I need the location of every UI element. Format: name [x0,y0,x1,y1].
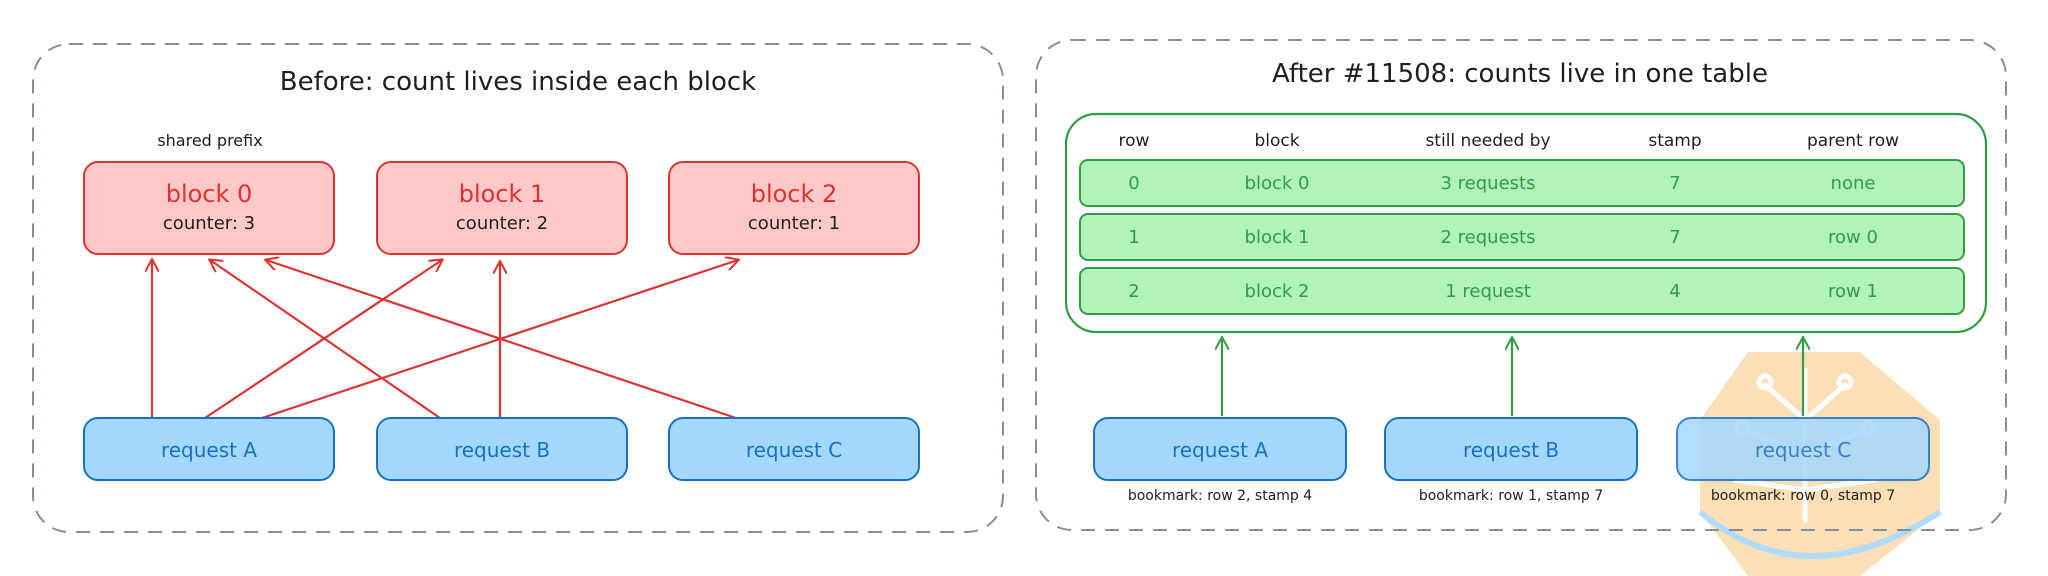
cell-still-needed-by: 2 requests [1441,227,1536,248]
request-label: request C [746,438,842,462]
arrow-c-to-block-0 [266,260,737,420]
request-box-c: request C [668,417,920,481]
block-card-1: block 1 counter: 2 [376,161,628,255]
block-counter: counter: 3 [163,213,255,234]
request-label: request A [161,438,257,462]
request-box-a: request A [83,417,335,481]
after-panel: After #11508: counts live in one table r… [1035,39,2007,531]
block-card-2: block 2 counter: 1 [668,161,920,255]
before-title: Before: count lives inside each block [280,67,756,97]
cell-stamp: 7 [1669,227,1680,248]
shared-prefix-label: shared prefix [157,131,262,150]
header-parent-row: parent row [1807,131,1899,151]
request-label: request B [1463,438,1559,462]
cell-still-needed-by: 1 request [1445,281,1531,302]
request-box-c: request C [1676,417,1930,481]
cell-block: block 2 [1245,281,1310,302]
header-block: block [1254,131,1299,151]
bookmark-c: bookmark: row 0, stamp 7 [1711,488,1895,504]
cell-block: block 0 [1245,173,1310,194]
cell-row: 2 [1128,281,1139,302]
block-name: block 2 [751,180,838,208]
header-row: row [1119,131,1150,151]
block-name: block 0 [166,180,253,208]
cell-parent-row: none [1831,173,1876,194]
request-box-a: request A [1093,417,1347,481]
block-name: block 1 [459,180,546,208]
arrow-b-to-block-0 [210,260,441,419]
counts-table [1064,112,1988,334]
cell-stamp: 7 [1669,173,1680,194]
cell-parent-row: row 0 [1828,227,1878,248]
before-panel: Before: count lives inside each block sh… [32,43,1004,533]
table-row: 1 block 1 2 requests 7 row 0 [1079,213,1965,261]
header-still-needed-by: still needed by [1425,131,1550,151]
cell-row: 0 [1128,173,1139,194]
cell-stamp: 4 [1669,281,1680,302]
request-label: request B [454,438,550,462]
block-counter: counter: 2 [456,213,548,234]
block-card-0: block 0 counter: 3 [83,161,335,255]
cell-parent-row: row 1 [1828,281,1878,302]
after-title: After #11508: counts live in one table [1272,59,1768,89]
cell-still-needed-by: 3 requests [1441,173,1536,194]
request-box-b: request B [1384,417,1638,481]
request-label: request A [1172,438,1268,462]
block-counter: counter: 1 [748,213,840,234]
bookmark-a: bookmark: row 2, stamp 4 [1128,488,1312,504]
after-frame [1035,39,2007,531]
table-row: 2 block 2 1 request 4 row 1 [1079,267,1965,315]
header-stamp: stamp [1648,131,1701,151]
request-label: request C [1755,438,1851,462]
cell-row: 1 [1128,227,1139,248]
cell-block: block 1 [1245,227,1310,248]
before-frame [32,43,1004,533]
table-row: 0 block 0 3 requests 7 none [1079,159,1965,207]
bookmark-b: bookmark: row 1, stamp 7 [1419,488,1603,504]
request-box-b: request B [376,417,628,481]
